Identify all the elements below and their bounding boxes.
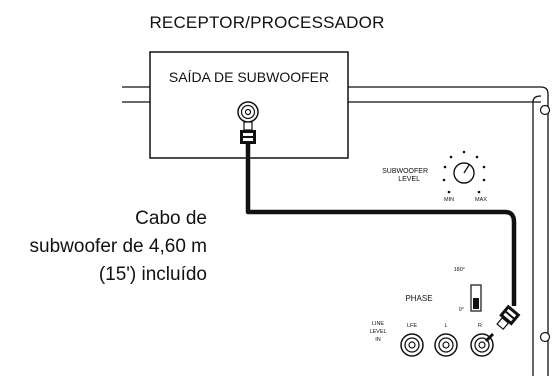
input-label-l: L — [444, 323, 447, 329]
subwoofer-output-label: SAÍDA DE SUBWOOFER — [169, 69, 329, 85]
plug-tip-in-jack — [484, 332, 495, 343]
line-level-label-1: LINE — [372, 321, 385, 327]
subwoofer-level-knob — [442, 150, 486, 194]
subwoofer-level-label-1: SUBWOOFER — [382, 168, 428, 175]
subwoofer-output-jack — [237, 101, 259, 123]
cable-caption-line-1: Cabo de — [135, 208, 207, 229]
input-label-lfe: LFE — [407, 323, 417, 329]
cabinet-screw-bottom — [539, 331, 551, 343]
cable-plug-subwoofer — [496, 304, 521, 331]
level-min-label: MIN — [444, 197, 454, 203]
input-jack-l — [434, 333, 458, 357]
subwoofer-cabinet-edge — [540, 86, 549, 376]
input-label-r: R — [478, 323, 482, 329]
cabinet-screw-top — [539, 104, 551, 116]
phase-label: PHASE — [405, 294, 432, 303]
phase-180-label: 180° — [454, 267, 465, 273]
input-jack-lfe — [400, 333, 424, 357]
line-level-label-3: IN — [375, 337, 381, 343]
cable-caption: Cabo de subwoofer de 4,60 m (15') incluí… — [30, 205, 207, 289]
phase-switch — [470, 284, 482, 312]
subwoofer-panel-corner — [532, 95, 542, 103]
line-level-label-2: LEVEL — [369, 329, 386, 335]
level-max-label: MAX — [475, 197, 487, 203]
cable-caption-line-2: subwoofer de 4,60 m — [29, 236, 207, 257]
cable-caption-line-3: (15') incluído — [98, 264, 207, 285]
subwoofer-level-label-2: LEVEL — [398, 176, 420, 183]
cable-plug-receiver — [240, 121, 256, 144]
receiver-title: RECEPTOR/PROCESSADOR — [149, 13, 384, 32]
phase-0-label: 0° — [459, 307, 464, 313]
subwoofer-cable — [245, 144, 517, 306]
